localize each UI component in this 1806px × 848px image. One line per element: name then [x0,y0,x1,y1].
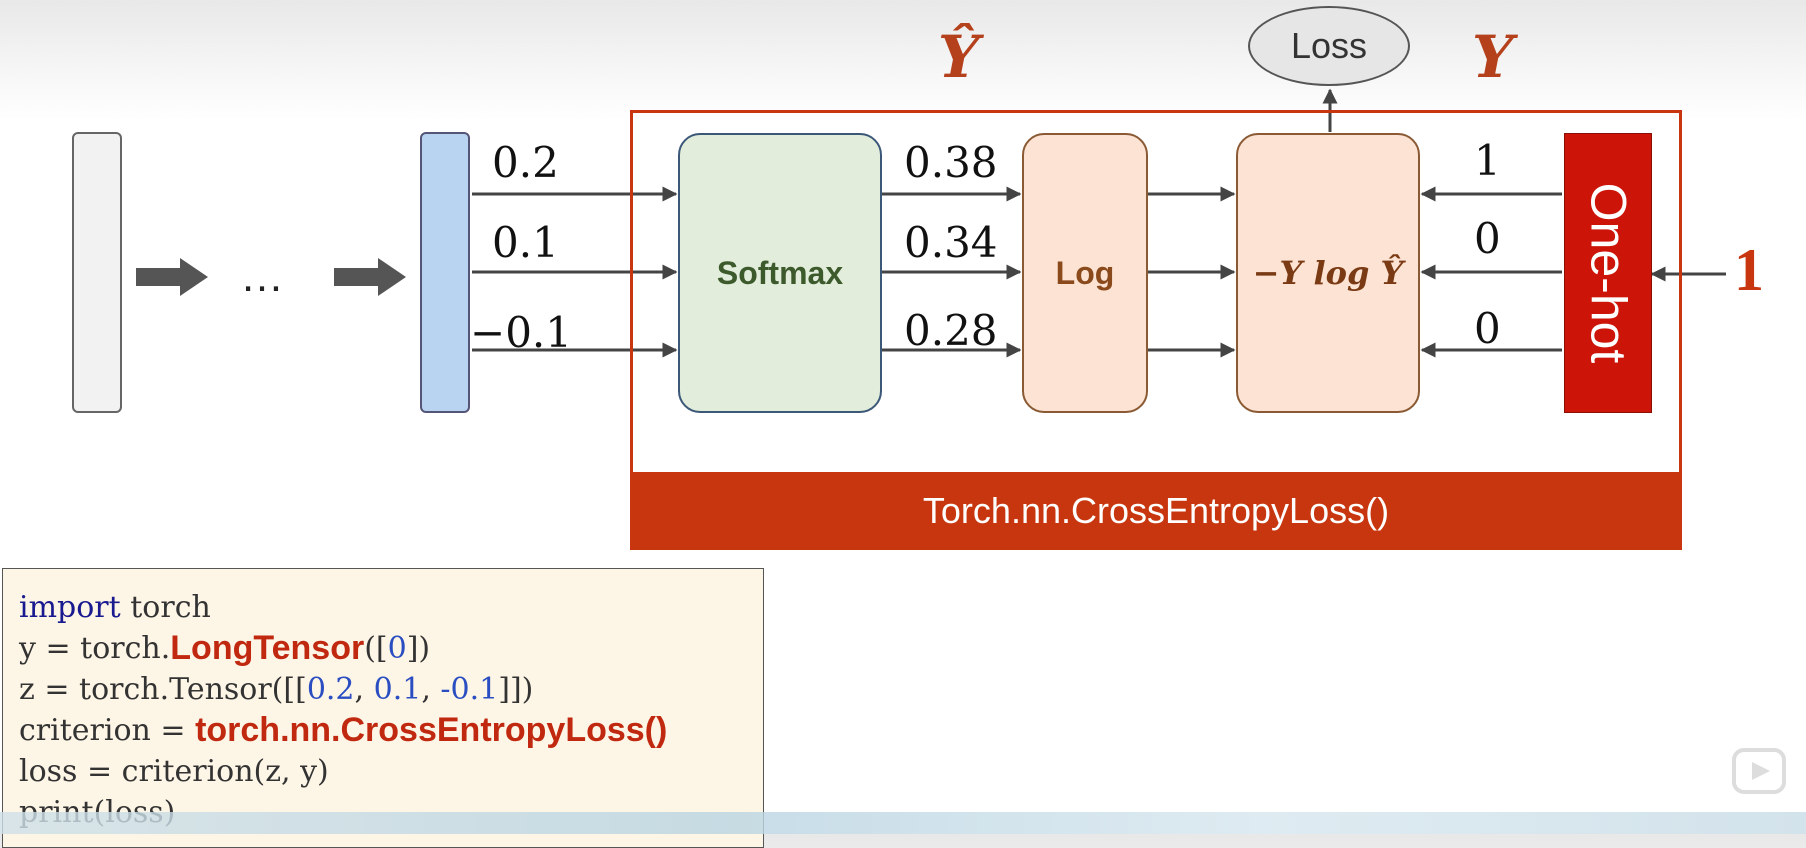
logit-value-2: 0.1 [492,218,559,267]
softmax-box: Softmax [678,133,882,413]
code-line-1: import torch [19,587,763,628]
logit-vector [420,132,470,413]
code-highlight: LongTensor [170,629,365,667]
onehot-value-3: 0 [1474,304,1501,353]
code-text: criterion = [19,713,196,748]
background-strip [0,812,1806,834]
code-literal: -0.1 [440,672,499,707]
code-highlight: torch.nn.CrossEntropyLoss() [195,711,668,749]
code-text: , [421,672,441,707]
code-text: y = torch. [19,631,171,666]
play-icon[interactable] [1730,740,1790,800]
code-text: ]]) [498,672,534,707]
code-line-5: loss = criterion(z, y) [19,751,763,792]
ellipsis: … [240,252,284,301]
y-hat-label: Ŷ [938,23,980,91]
code-literal: 0.2 [306,672,355,707]
block-arrow-2 [334,258,406,296]
prob-value-1: 0.38 [904,138,998,187]
code-text: z = torch.Tensor([[ [19,672,307,707]
log-box: Log [1022,133,1148,413]
code-keyword: import [19,590,121,625]
code-snippet: import torch y = torch.LongTensor([0]) z… [2,568,764,848]
onehot-value-1: 1 [1474,136,1501,185]
logit-value-1: 0.2 [492,138,559,187]
logit-value-3: −0.1 [470,308,572,357]
code-text: torch [120,590,211,625]
code-line-4: criterion = torch.nn.CrossEntropyLoss() [19,710,763,751]
code-text: ([ [364,631,388,666]
code-literal: 0.1 [373,672,422,707]
cross-entropy-formula-box: −Y log Ŷ [1236,133,1420,413]
code-literal: 0 [387,631,407,666]
input-vector [72,132,122,413]
onehot-block: One-hot [1564,133,1652,413]
loss-node: Loss [1248,6,1410,86]
code-text: , [354,672,374,707]
code-line-2: y = torch.LongTensor([0]) [19,628,763,669]
code-text: ]) [406,631,431,666]
class-label: 1 [1734,237,1764,303]
prob-value-2: 0.34 [904,218,998,267]
y-label: Y [1472,23,1514,91]
prob-value-3: 0.28 [904,306,998,355]
code-text: loss = criterion(z, y) [19,754,329,789]
code-line-3: z = torch.Tensor([[0.2, 0.1, -0.1]]) [19,669,763,710]
onehot-value-2: 0 [1474,214,1501,263]
cross-entropy-label: Torch.nn.CrossEntropyLoss() [630,472,1682,550]
onehot-label: One-hot [1580,182,1637,364]
block-arrow-1 [136,258,208,296]
